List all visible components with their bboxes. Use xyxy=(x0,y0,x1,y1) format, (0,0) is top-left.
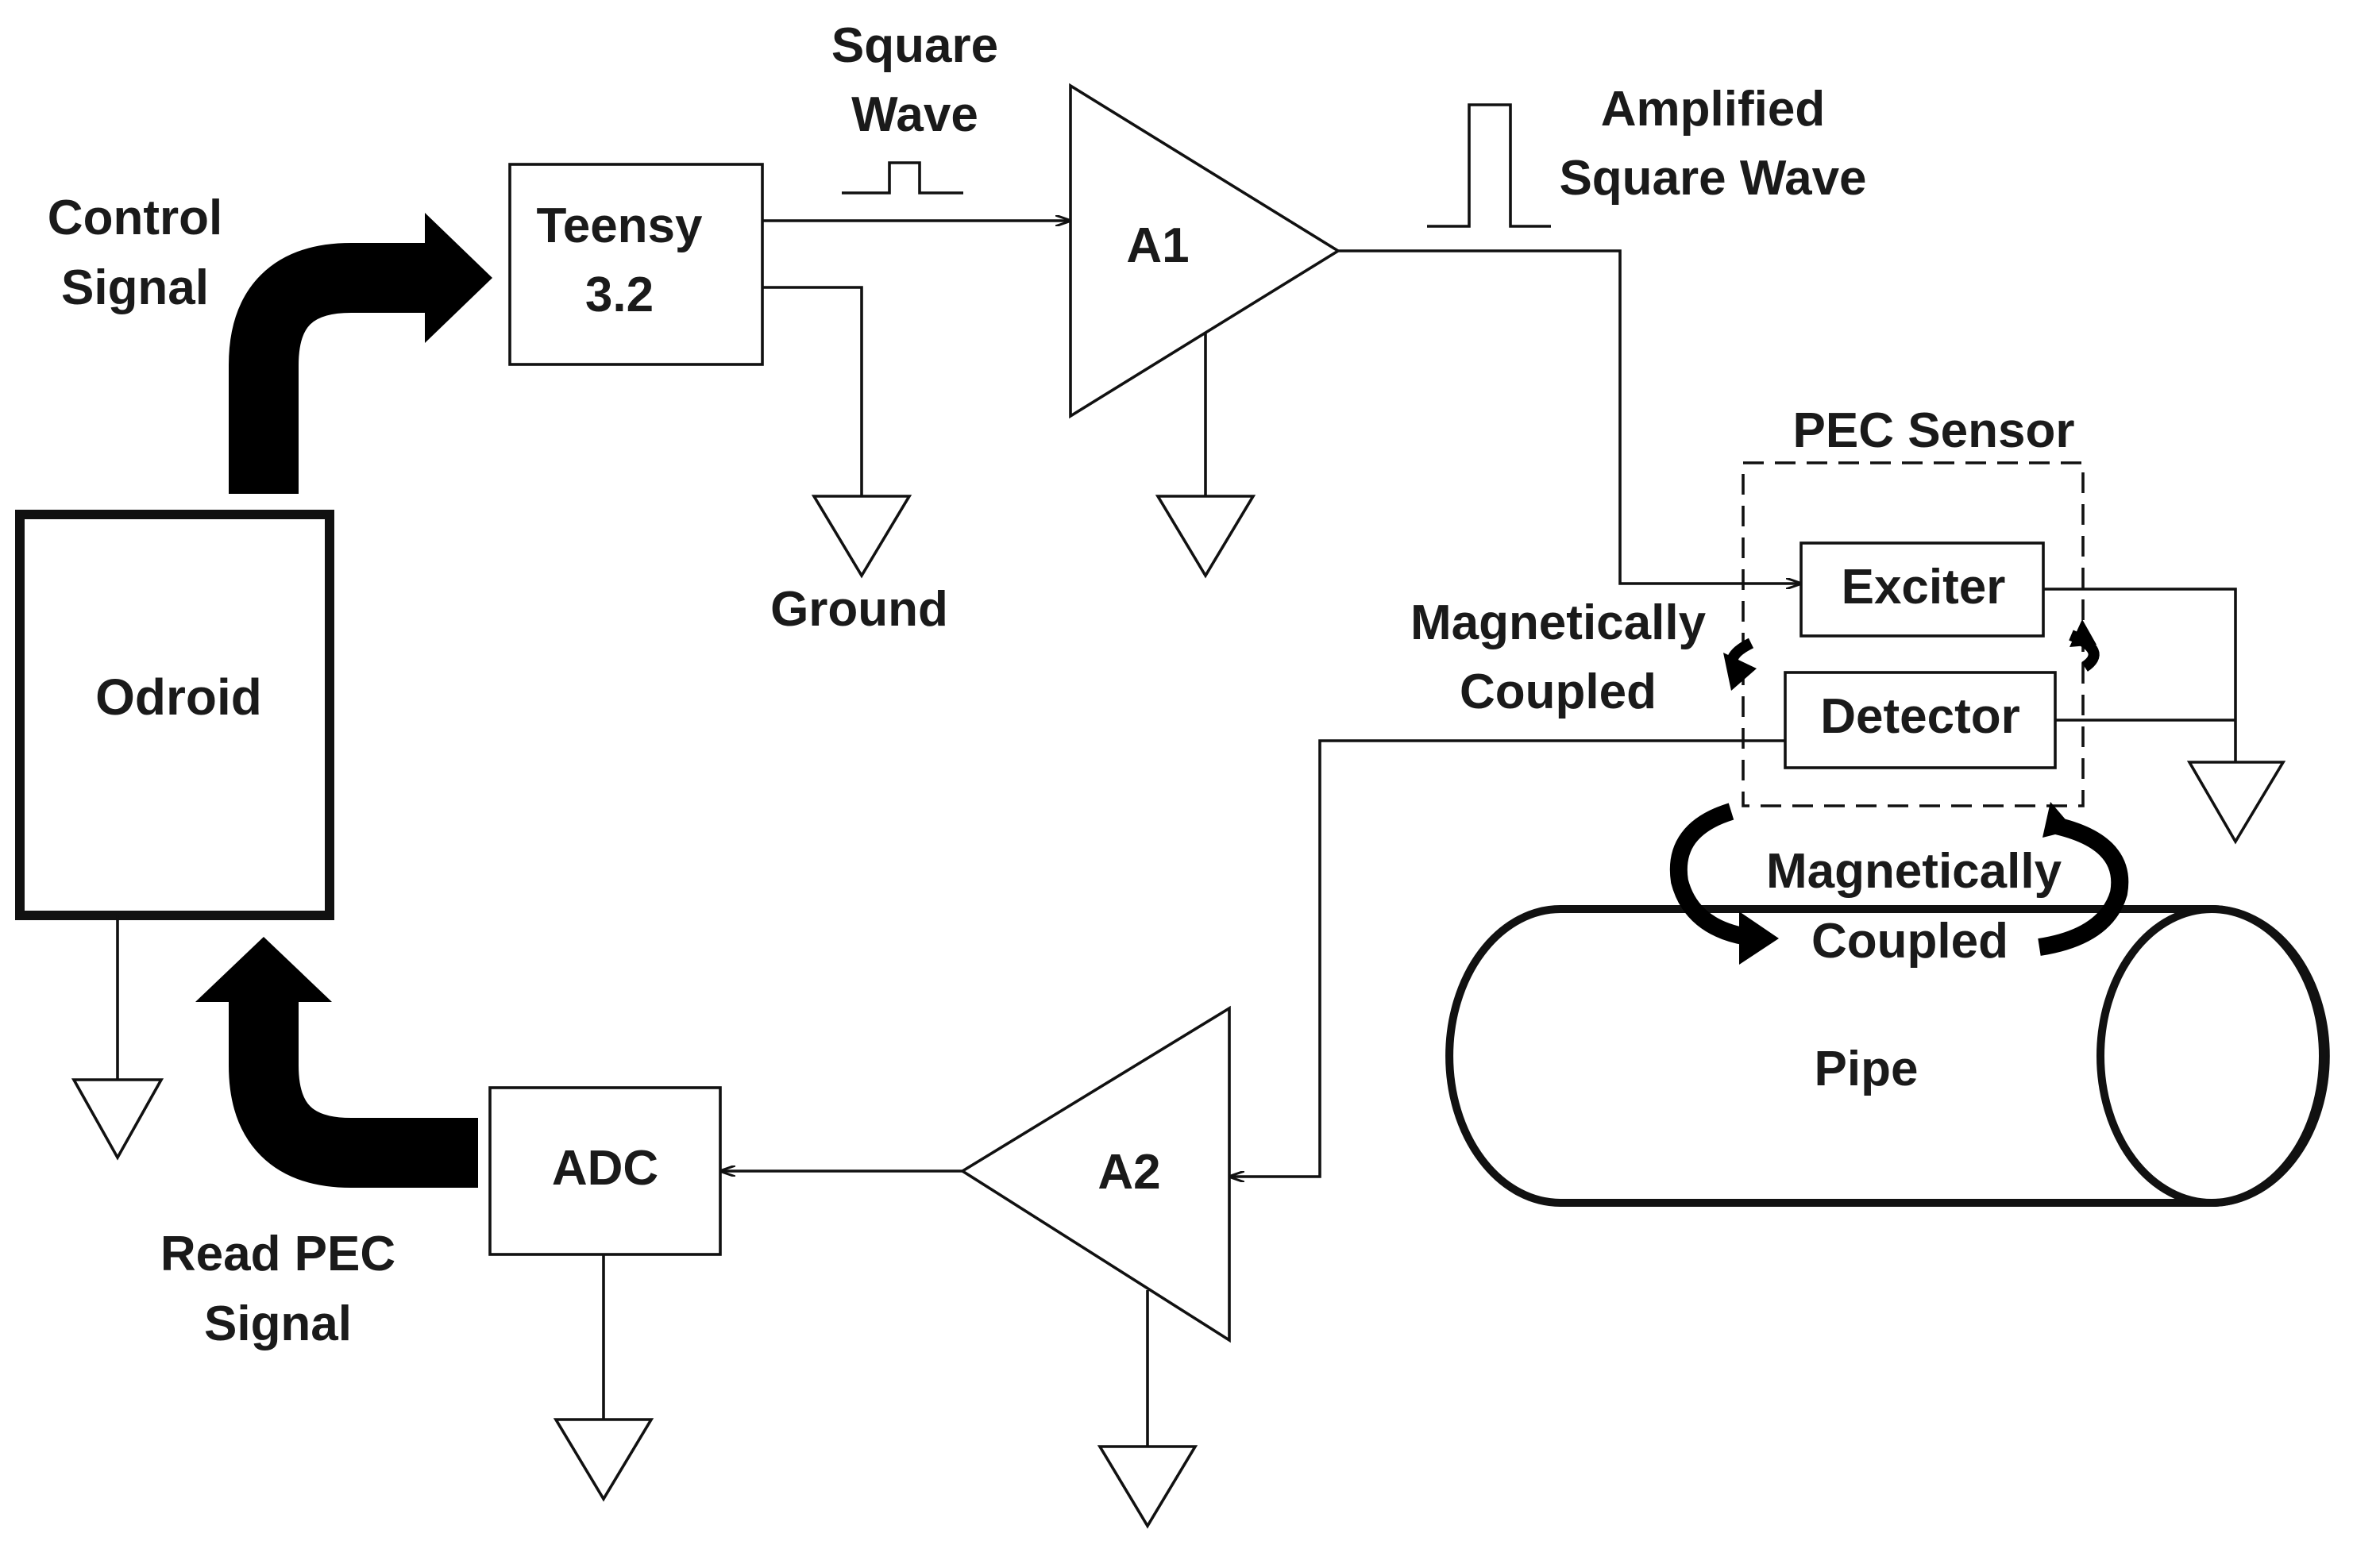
coupling-arrow-right-head xyxy=(2069,619,2096,647)
ground-symbol-a2 xyxy=(1097,1445,1198,1529)
pipe-coupling-arrowhead-left xyxy=(1739,911,1779,965)
pipe-end xyxy=(2096,905,2327,1207)
mag-coupled-pipe-line1: Magnetically xyxy=(1766,844,2062,899)
ground-symbol-a1 xyxy=(1155,495,1256,579)
pipe-coupling-loop-left-icon xyxy=(1669,803,1749,946)
mag-coupled-top-line2: Coupled xyxy=(1460,665,1657,719)
coupling-arrow-left-head xyxy=(1723,653,1757,691)
control-signal-arrowhead xyxy=(425,213,492,343)
ground-symbol-sensor xyxy=(2186,761,2286,845)
a2-label: A2 xyxy=(1097,1145,1160,1200)
detector-label: Detector xyxy=(1820,689,2020,744)
pipe-coupling-loop-right-icon xyxy=(2038,815,2129,956)
exciter-ground-wire xyxy=(2043,588,2237,762)
pipe-label: Pipe xyxy=(1815,1042,1919,1096)
control-signal-label-line2: Signal xyxy=(61,260,209,315)
square-wave-pulse-icon xyxy=(842,161,963,195)
ground-symbol-teensy xyxy=(811,495,912,579)
ground-symbol-adc xyxy=(553,1418,654,1502)
exciter-label: Exciter xyxy=(1842,560,2006,615)
read-pec-label-line1: Read PEC xyxy=(160,1227,395,1281)
amplified-label-line1: Amplified xyxy=(1601,82,1825,137)
amplified-label-line2: Square Wave xyxy=(1559,151,1866,206)
teensy-label-line2: 3.2 xyxy=(585,268,654,322)
mag-coupled-pipe-line2: Coupled xyxy=(1811,914,2008,969)
odroid-label: Odroid xyxy=(95,668,262,726)
amplifier-a2 xyxy=(959,1005,1231,1343)
read-pec-label-line2: Signal xyxy=(204,1296,352,1351)
odroid-box xyxy=(15,510,334,920)
control-signal-arrow xyxy=(229,243,425,494)
adc-box xyxy=(488,1086,722,1256)
pec-sensor-label: PEC Sensor xyxy=(1793,403,2075,458)
teensy-ground-wire xyxy=(762,286,863,496)
pipe-coupling-arrowhead-right xyxy=(2042,802,2074,838)
detector-to-a2-wire xyxy=(1229,739,1785,1177)
teensy-label-line1: Teensy xyxy=(536,198,703,253)
read-pec-signal-arrow xyxy=(229,1002,478,1188)
square-wave-label-line2: Wave xyxy=(851,87,978,142)
control-signal-label-line1: Control xyxy=(48,191,222,245)
read-pec-signal-arrowhead xyxy=(195,937,332,1002)
mag-coupled-top-line1: Magnetically xyxy=(1410,595,1707,650)
ground-symbol-odroid xyxy=(71,1078,164,1161)
adc-label: ADC xyxy=(552,1141,658,1196)
a1-label: A1 xyxy=(1126,218,1189,273)
teensy-box xyxy=(508,163,764,366)
a1-to-exciter-wire xyxy=(1338,249,1801,584)
amplified-square-wave-pulse-icon xyxy=(1427,103,1551,228)
ground-label: Ground xyxy=(770,582,948,637)
square-wave-label-line1: Square xyxy=(831,18,998,73)
